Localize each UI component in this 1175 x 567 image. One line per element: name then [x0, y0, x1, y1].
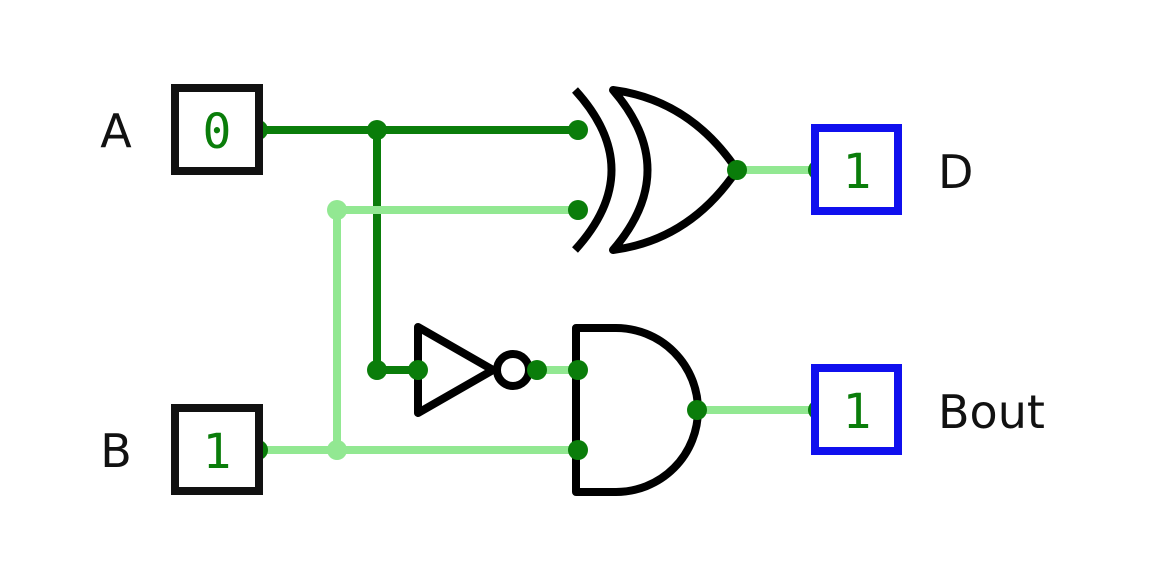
dot-xor-out — [727, 160, 747, 180]
input-b-value: 1 — [203, 424, 232, 480]
dot-xor-in-2 — [568, 200, 588, 220]
output-d-value: 1 — [843, 144, 872, 200]
dot-and-out — [687, 400, 707, 420]
dot-b-corner — [327, 440, 347, 460]
input-a-value: 0 — [203, 104, 232, 160]
input-a-label: A — [100, 104, 132, 158]
output-pin-d: 1 — [811, 124, 902, 215]
dot-xor-in-1 — [568, 120, 588, 140]
dot-not-in — [408, 360, 428, 380]
input-b-label: B — [100, 424, 132, 478]
output-bout-label: Bout — [938, 385, 1045, 439]
dot-a-junction — [367, 120, 387, 140]
dot-not-out — [527, 360, 547, 380]
and-gate-icon — [572, 324, 702, 496]
wires-b — [254, 166, 822, 454]
output-d-label: D — [938, 145, 973, 199]
dot-and-in-1 — [568, 360, 588, 380]
dot-b-junction — [327, 200, 347, 220]
output-pin-bout: 1 — [811, 364, 902, 455]
input-pin-a[interactable]: 0 — [171, 84, 263, 175]
output-bout-value: 1 — [843, 384, 872, 440]
not-gate-icon — [414, 323, 533, 417]
xor-gate-icon — [572, 86, 741, 254]
dot-a-corner — [367, 360, 387, 380]
input-pin-b[interactable]: 1 — [171, 404, 263, 495]
dot-and-in-2 — [568, 440, 588, 460]
